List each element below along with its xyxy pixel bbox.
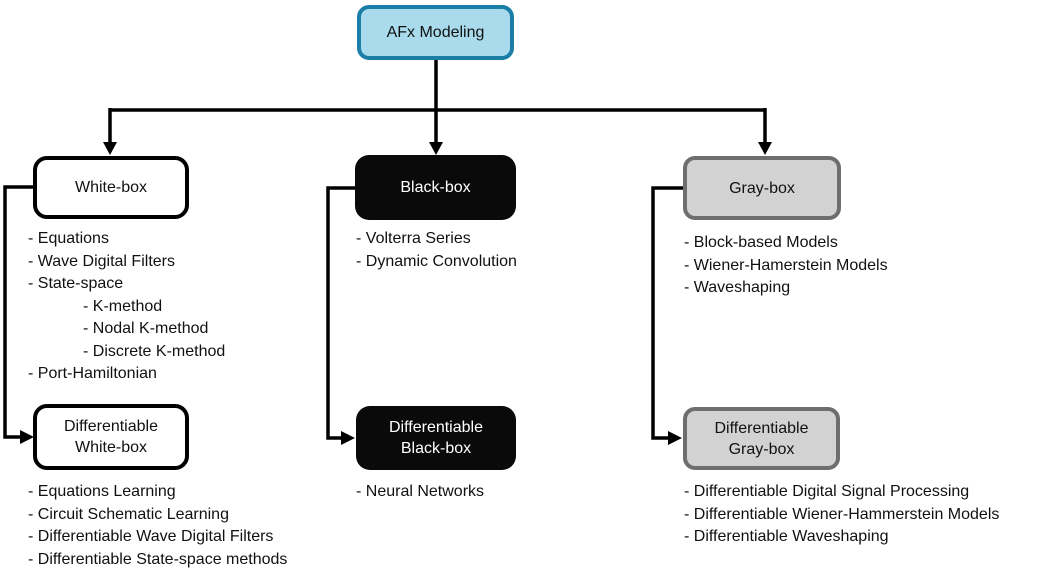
label-line: Differentiable (389, 419, 483, 436)
arrowhead-diff-whitebox (20, 430, 34, 444)
list-item: - Dynamic Convolution (356, 252, 517, 270)
node-black-box-label: Black-box (400, 179, 471, 196)
list-item: - Differentiable State-space methods (28, 550, 288, 568)
differentiable-black-box-method-list: - Neural Networks (356, 481, 484, 504)
gray-box-method-list: - Block-based Models - Wiener-Hamerstein… (684, 232, 888, 300)
label-line: White-box (74, 439, 147, 456)
list-item: - Waveshaping (684, 279, 791, 296)
connector-white-elbow (3, 185, 33, 439)
differentiable-white-box-method-list: - Equations Learning - Circuit Schematic… (28, 481, 287, 568)
node-afx-modeling-label: AFx Modeling (386, 24, 485, 41)
node-differentiable-gray-box: Differentiable Gray-box (683, 407, 840, 470)
node-gray-box-label: Gray-box (729, 179, 795, 197)
white-box-method-list: - Equations - Wave Digital Filters - Sta… (28, 228, 225, 386)
label-line: Differentiable (64, 418, 158, 435)
node-differentiable-white-box-label: Differentiable White-box (64, 416, 158, 458)
label-line: Differentiable (714, 419, 809, 437)
label-line: Gray-box (728, 440, 795, 458)
list-item: - Volterra Series (356, 230, 471, 247)
node-white-box-label: White-box (74, 179, 148, 196)
list-item: - Circuit Schematic Learning (28, 505, 229, 523)
node-differentiable-black-box: Differentiable Black-box (356, 406, 516, 470)
list-item: - K-method (83, 297, 163, 315)
list-item: - Equations Learning (28, 483, 176, 500)
list-item: - Wave Digital Filters (28, 252, 175, 270)
node-white-box: White-box (33, 156, 189, 219)
arrowhead-graybox (758, 142, 772, 155)
black-box-method-list: - Volterra Series - Dynamic Convolution (356, 228, 517, 273)
node-afx-modeling: AFx Modeling (357, 5, 514, 60)
node-differentiable-black-box-label: Differentiable Black-box (389, 417, 483, 459)
differentiable-gray-box-method-list: - Differentiable Digital Signal Processi… (684, 481, 999, 549)
list-item: - Port-Hamiltonian (28, 365, 157, 382)
arrowhead-blackbox (429, 142, 443, 155)
arrowhead-diff-blackbox (341, 431, 355, 445)
list-item: - Differentiable Wave Digital Filters (28, 528, 274, 545)
list-item: - Neural Networks (356, 483, 485, 500)
node-black-box: Black-box (355, 155, 516, 220)
list-item: - Differentiable Digital Signal Processi… (684, 483, 970, 500)
arrowhead-diff-graybox (668, 431, 682, 445)
node-gray-box: Gray-box (683, 156, 841, 220)
connector-gray-elbow (651, 186, 684, 440)
list-item: - Differentiable Wiener-Hammerstein Mode… (684, 505, 1000, 523)
label-line: Black-box (400, 440, 472, 457)
arrowhead-whitebox (103, 142, 117, 155)
list-item: - Discrete K-method (83, 342, 226, 360)
list-item: - Wiener-Hamerstein Models (684, 256, 888, 274)
list-item: - Nodal K-method (83, 320, 209, 337)
connector-black-elbow (326, 186, 356, 440)
node-differentiable-white-box: Differentiable White-box (33, 404, 189, 470)
list-item: - Block-based Models (684, 234, 838, 251)
node-differentiable-gray-box-label: Differentiable Gray-box (715, 418, 809, 460)
list-item: - Equations (28, 230, 109, 247)
list-item: - Differentiable Waveshaping (684, 528, 889, 545)
list-item: - State-space (28, 275, 124, 292)
